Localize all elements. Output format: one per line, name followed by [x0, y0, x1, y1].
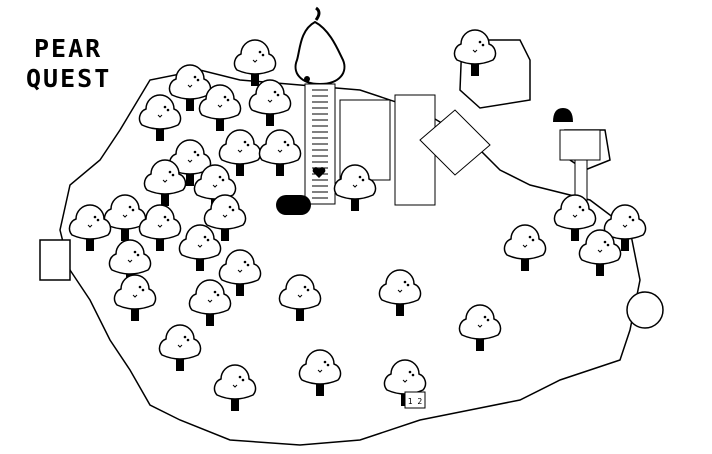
heart-icon [312, 167, 326, 178]
balloon-icon [626, 291, 664, 329]
title-line-quest: QUEST [26, 64, 112, 93]
tree [603, 204, 647, 251]
tree [298, 349, 342, 396]
tree [203, 194, 247, 241]
tree [168, 64, 212, 111]
tree [143, 159, 187, 206]
tree [453, 29, 497, 76]
floating-islet-left [39, 239, 71, 281]
tree [458, 304, 502, 351]
title-line-pear: PEAR [34, 34, 103, 63]
numbered-sign: 1 2 [404, 391, 426, 409]
tree [188, 279, 232, 326]
tree [68, 204, 112, 251]
tree [218, 249, 262, 296]
tree [278, 274, 322, 321]
tree [378, 269, 422, 316]
giant-pear[interactable] [294, 6, 346, 86]
tree [138, 94, 182, 141]
tree [248, 79, 292, 126]
tree [503, 224, 547, 271]
sign-text: 1 2 [408, 397, 423, 406]
tree [113, 274, 157, 321]
bell-icon [553, 108, 573, 122]
tree [158, 324, 202, 371]
tree [258, 129, 302, 176]
tree [578, 229, 622, 276]
dark-cave-entrance [276, 195, 311, 215]
tree [233, 39, 277, 86]
tree [103, 194, 147, 241]
tree [213, 364, 257, 411]
game-title-logo: PEAR QUEST [26, 34, 111, 94]
tree [218, 129, 262, 176]
pear-tower [304, 83, 601, 206]
tree [178, 224, 222, 271]
tree [553, 194, 597, 241]
tree [333, 164, 377, 211]
tree [138, 204, 182, 251]
tree [198, 84, 242, 131]
